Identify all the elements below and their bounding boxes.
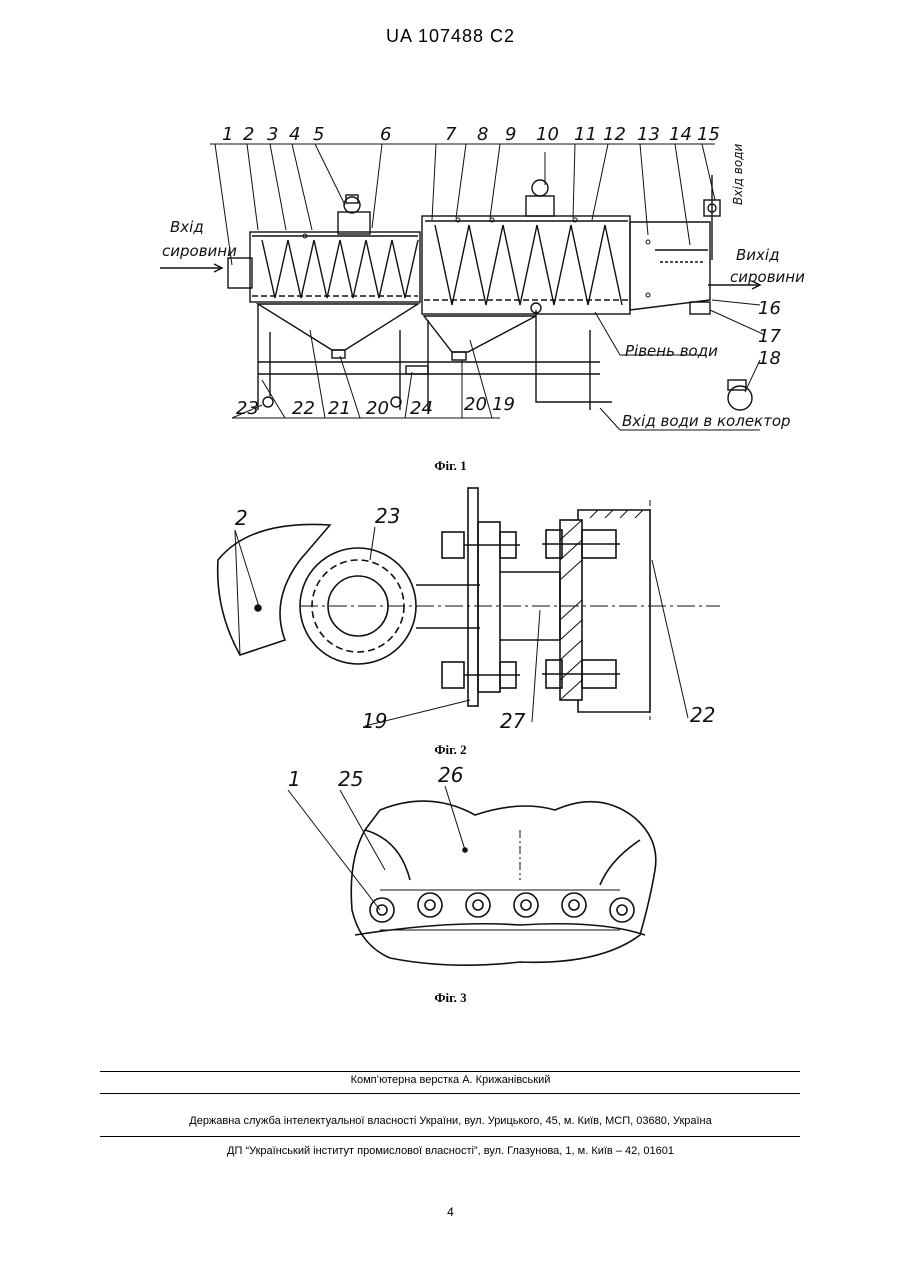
fig3-label-1: 1 [288,767,301,791]
figure-3-drawing: 1 25 26 [0,0,901,1000]
footer-rule-middle [100,1093,800,1094]
fig3-label-25: 25 [338,767,363,791]
page-number: 4 [0,1205,901,1219]
fig3-label-26: 26 [438,763,463,787]
figure-3-caption: Фіг. 3 [0,990,901,1006]
footer-rule-top [100,1071,800,1072]
agency-address: Державна служба інтелектуальної власност… [0,1115,901,1127]
footer-rule-bottom [100,1136,800,1137]
layout-credit: Комп’ютерна верстка А. Крижанівський [0,1074,901,1086]
institute-address: ДП “Український інститут промислової вла… [0,1145,901,1157]
